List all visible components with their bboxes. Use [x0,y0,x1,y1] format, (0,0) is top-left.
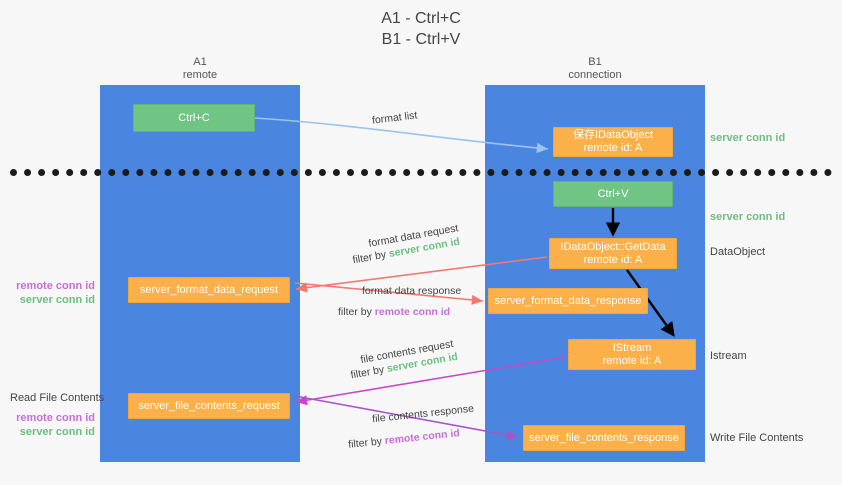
label-filter-value-remote-conn-id: remote conn id [384,427,461,447]
lane-header-b1: B1 connection [485,56,705,82]
box-ctrl-v-label: Ctrl+V [597,187,629,200]
title-line-1: A1 - Ctrl+C [381,10,461,27]
box-save-idataobject[interactable]: 保存IDataObject remote id: A [553,127,673,157]
label-filter-prefix: filter by [349,363,388,382]
section-divider [10,169,832,176]
box-istream[interactable]: IStream remote id: A [568,339,696,370]
side-label-dataobject: DataObject [710,246,766,258]
box-server-format-data-request-label: server_format_data_request [139,283,279,296]
lane-header-a1: A1 remote [100,56,300,82]
side-label-remote-conn-id-middle: remote conn id [16,280,95,292]
box-server-file-contents-response-label: server_file_contents_response [529,431,679,444]
box-istream-line2: remote id: A [602,354,662,367]
box-idataobject-getdata[interactable]: IDataObject::GetData remote id: A [549,238,677,269]
side-label-istream: Istream [710,350,747,362]
box-istream-line1: IStream [612,341,652,354]
side-label-server-conn-id-bottom: server conn id [19,426,95,438]
lane-b1-subtitle: connection [568,69,622,81]
box-server-format-data-request[interactable]: server_format_data_request [128,277,290,303]
side-label-read-file-contents: Read File Contents [10,392,105,404]
box-getdata-line1: IDataObject::GetData [560,240,666,253]
label-filter-prefix: filter by [338,306,375,318]
side-label-conn-ids-bottom: remote conn id server conn id [10,411,95,439]
lane-a1-name: A1 [193,56,207,68]
side-label-remote-conn-id-bottom: remote conn id [16,412,95,424]
box-ctrl-v[interactable]: Ctrl+V [553,181,673,207]
label-format-data-response-filter: filter by remote conn id [338,306,450,319]
label-format-data-response: format data response [362,285,462,297]
label-filter-prefix: filter by [347,435,386,451]
title-line-2: B1 - Ctrl+V [381,31,461,48]
box-save-idataobject-line2: remote id: A [583,142,643,154]
lane-b1-name: B1 [588,56,602,68]
label-format-list: format list [371,109,419,127]
side-label-server-conn-id-middle: server conn id [19,294,95,306]
page-title: A1 - Ctrl+C B1 - Ctrl+V [0,8,842,50]
label-file-contents-response: file contents response [371,402,475,426]
side-label-server-conn-id-1: server conn id [710,132,786,144]
label-filter-value-remote-conn-id: remote conn id [374,306,451,318]
box-getdata-line2: remote id: A [583,253,643,266]
side-label-write-file-contents: Write File Contents [710,432,804,444]
label-file-contents-response-filter: filter by remote conn id [348,427,461,452]
lane-a1-subtitle: remote [182,69,218,81]
box-server-file-contents-request-label: server_file_contents_request [138,399,280,412]
box-ctrl-c[interactable]: Ctrl+C [133,104,255,132]
box-server-format-data-response[interactable]: server_format_data_response [488,288,648,314]
box-server-format-data-response-label: server_format_data_response [494,294,642,307]
label-filter-prefix: filter by [351,248,390,267]
box-ctrl-c-label: Ctrl+C [178,111,210,124]
box-server-file-contents-request[interactable]: server_file_contents_request [128,393,290,419]
side-label-server-conn-id-2: server conn id [710,211,786,223]
box-save-idataobject-line1: 保存IDataObject [572,129,654,141]
box-server-file-contents-response[interactable]: server_file_contents_response [523,425,685,451]
side-label-conn-ids-middle: remote conn id server conn id [10,279,95,307]
